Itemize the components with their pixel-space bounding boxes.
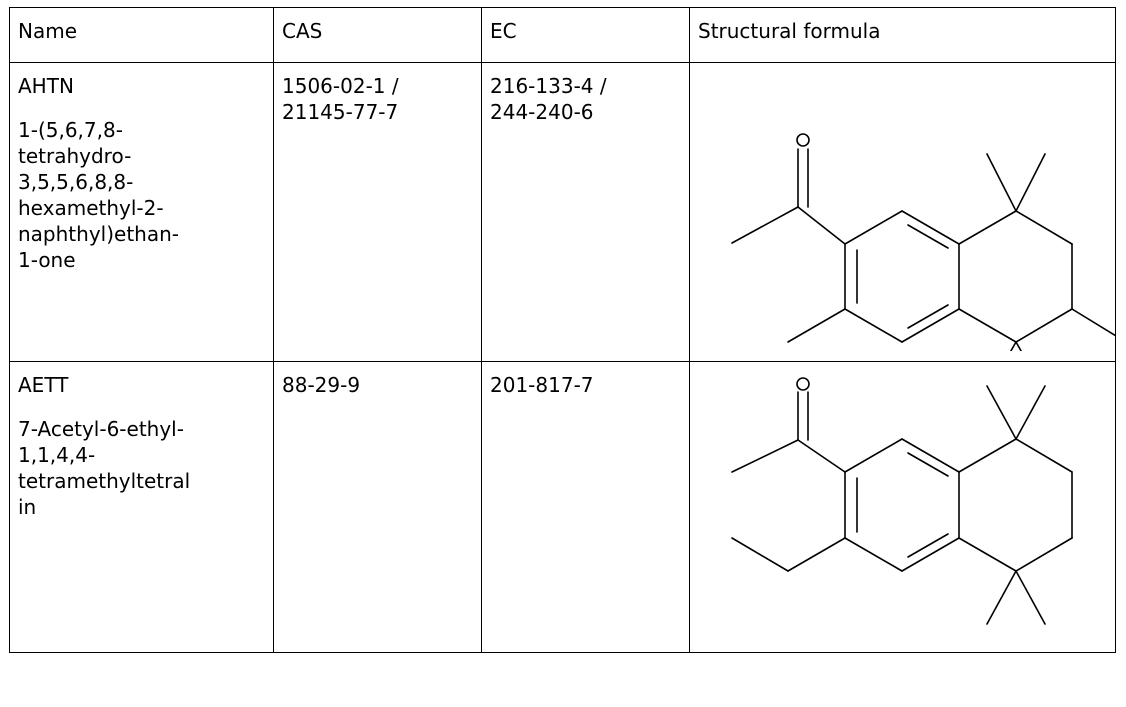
header-structural-formula: Structural formula — [689, 7, 1116, 63]
substance-abbreviation: AHTN — [18, 74, 74, 98]
header-name: Name — [9, 7, 274, 63]
header-row: Name CAS EC Structural formula — [9, 7, 1116, 63]
ec-number: 216-133-4 / 244-240-6 — [490, 74, 607, 124]
cas-cell: 88-29-9 — [273, 361, 482, 653]
cas-number: 1506-02-1 / 21145-77-7 — [282, 74, 399, 124]
name-cell: AETT 7-Acetyl-6-ethyl- 1,1,4,4- tetramet… — [9, 361, 274, 653]
ahtn-structural-formula-icon — [731, 133, 1116, 351]
cas-number: 88-29-9 — [282, 373, 361, 397]
header-cas: CAS — [273, 7, 482, 63]
header-ec: EC — [481, 7, 690, 63]
aett-structural-formula-icon — [731, 377, 1073, 625]
table-row: AETT 7-Acetyl-6-ethyl- 1,1,4,4- tetramet… — [9, 361, 1116, 653]
ec-number: 201-817-7 — [490, 373, 594, 397]
name-cell: AHTN 1-(5,6,7,8- tetrahydro- 3,5,5,6,8,8… — [9, 62, 274, 362]
substance-abbreviation: AETT — [18, 373, 69, 397]
ec-cell: 216-133-4 / 244-240-6 — [481, 62, 690, 362]
structural-formula-cell — [689, 62, 1116, 362]
table-row: AHTN 1-(5,6,7,8- tetrahydro- 3,5,5,6,8,8… — [9, 62, 1116, 362]
structural-formula-cell — [689, 361, 1116, 653]
substance-full-name: 7-Acetyl-6-ethyl- 1,1,4,4- tetramethylte… — [18, 417, 191, 519]
substance-full-name: 1-(5,6,7,8- tetrahydro- 3,5,5,6,8,8- hex… — [18, 118, 179, 272]
ec-cell: 201-817-7 — [481, 361, 690, 653]
cas-cell: 1506-02-1 / 21145-77-7 — [273, 62, 482, 362]
chemical-table: Name CAS EC Structural formula AHTN 1-(5… — [9, 7, 1116, 653]
